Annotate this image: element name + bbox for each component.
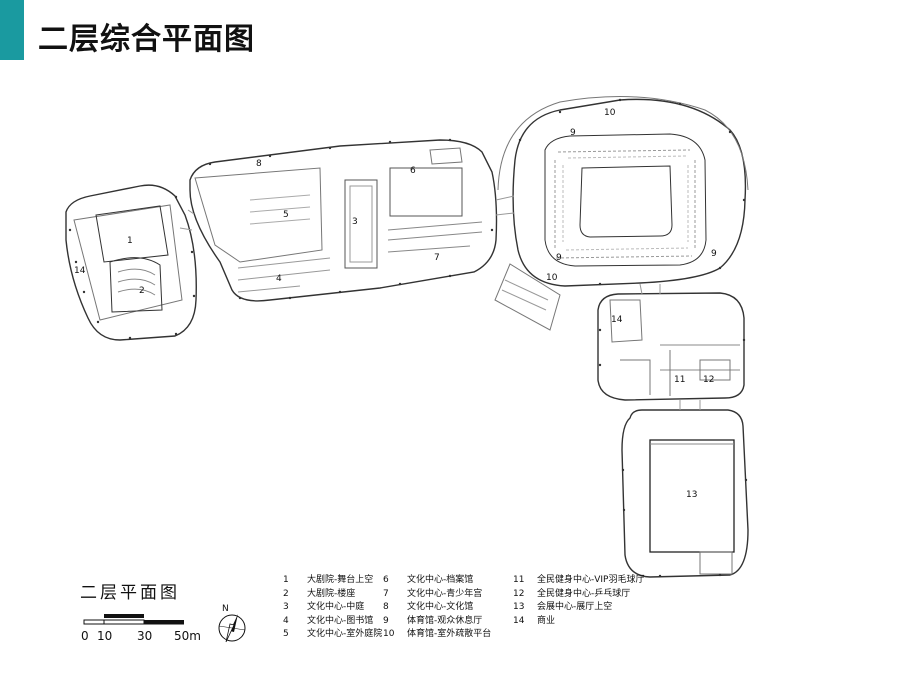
north-label: N: [222, 604, 229, 614]
room-label: 11: [674, 375, 685, 385]
scale-label: 50m: [174, 629, 201, 643]
room-label: 7: [434, 253, 440, 263]
room-label: 9: [570, 128, 576, 138]
room-label: 3: [352, 217, 358, 227]
room-label: 10: [546, 273, 558, 283]
legend-title: 二层平面图: [80, 583, 180, 603]
page-title: 二层综合平面图: [38, 22, 255, 57]
building-fitness-center: [597, 292, 745, 401]
building-theater: [65, 184, 197, 341]
room-label: 6: [410, 166, 416, 176]
scale-label: 30: [137, 629, 153, 643]
room-label: 9: [711, 249, 717, 259]
room-label: 2: [139, 286, 145, 296]
room-label: 14: [74, 266, 86, 276]
room-label: 13: [686, 490, 697, 500]
building-exhibition-center: [621, 409, 749, 578]
room-label: 10: [604, 108, 616, 118]
room-label: 1: [127, 236, 133, 246]
room-label: 14: [611, 315, 623, 325]
scale-bar: [83, 614, 184, 625]
room-label: 9: [556, 253, 562, 263]
scale-label: 10: [97, 629, 113, 643]
room-label: 5: [283, 210, 289, 220]
title-accent-bar: [0, 0, 24, 60]
building-stadium: [512, 98, 747, 287]
room-label: 12: [703, 375, 714, 385]
room-label: 4: [276, 274, 282, 284]
room-label: 8: [256, 159, 262, 169]
scale-label: 0: [81, 629, 89, 643]
north-arrow-icon: [218, 614, 246, 643]
